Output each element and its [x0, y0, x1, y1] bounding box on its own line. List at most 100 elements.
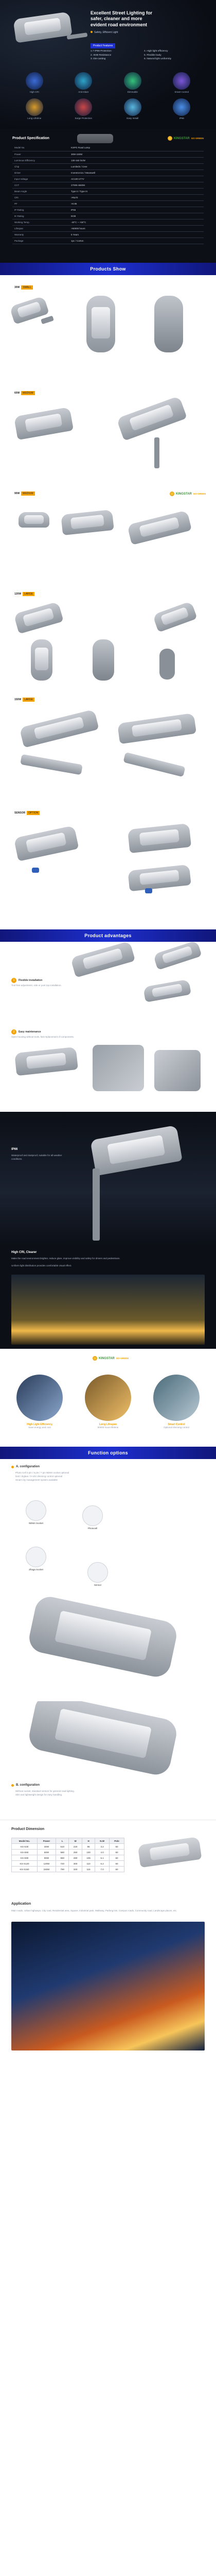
feature-icons-grid: High CRI Anti-Glare Dimmable Smart Contr… — [11, 72, 205, 120]
card-photo — [153, 1375, 200, 1421]
dimension-cell: 60W — [37, 1849, 56, 1855]
dimension-cell: KS-S120 — [11, 1860, 38, 1867]
options-a-lamp-photo — [26, 1594, 179, 1680]
product-photo-side — [127, 823, 192, 854]
spec-key: CRI — [12, 194, 69, 201]
dimension-cell: 650 — [55, 1855, 69, 1861]
headline-line-2: safer, cleaner and more — [91, 16, 142, 22]
hero-bullet: Safety, Efficient Light — [91, 31, 118, 34]
ip-pole — [93, 1168, 100, 1241]
product-photo-angle — [13, 601, 64, 634]
dimension-cell: 220 — [68, 1843, 82, 1850]
dimension-header: Pole — [109, 1838, 125, 1844]
a-title: A. configuration — [11, 1465, 40, 1468]
feature-cards: High Light Efficiency Save energy and co… — [11, 1375, 205, 1430]
hero-lamp-image — [13, 11, 73, 43]
spec-key: CCT — [12, 182, 69, 189]
spec-key: Power — [12, 151, 69, 158]
spec-value: Inventronics / Meanwell — [69, 170, 204, 176]
spec-value: 1pc / Carton — [69, 238, 204, 244]
dimension-cell: 250 — [68, 1849, 82, 1855]
spec-key: Input Voltage — [12, 176, 69, 182]
spec-value: IK08 — [69, 213, 204, 219]
dimension-cell: KS-S90 — [11, 1855, 38, 1861]
dimension-cell: 60 — [109, 1866, 125, 1872]
spec-value: 2700K-6500K — [69, 182, 204, 189]
dimension-header: Model No. — [11, 1838, 38, 1844]
product-photo-angle — [13, 825, 79, 861]
dimension-cell: 100 — [81, 1849, 96, 1855]
dimension-cell: 110 — [81, 1860, 96, 1867]
dimension-cell: 320 — [68, 1866, 82, 1872]
features-right: 4. High light efficiency 5. Flexible bod… — [144, 50, 172, 61]
spec-key: Beam Angle — [12, 188, 69, 195]
spec-value: 30W-150W — [69, 151, 204, 158]
dimension-cell: 6.2 — [95, 1860, 110, 1867]
ip-text: Waterproof and dustproof, suitable for a… — [11, 1154, 62, 1160]
dimension-lamp-drawing — [137, 1836, 202, 1868]
ip66-section: IP66 Waterproof and dustproof, suitable … — [0, 1112, 216, 1246]
dimension-cell: 95 — [81, 1843, 96, 1850]
spec-key: Lifespan — [12, 225, 69, 232]
spec-key: Driver — [12, 170, 69, 176]
product-photo-angle — [13, 406, 74, 440]
dimension-cell: 60 — [109, 1849, 125, 1855]
card-photo — [85, 1375, 131, 1421]
spec-key: Warranty — [12, 231, 69, 238]
headline-line-1: Excellent Street Lighting for — [91, 10, 153, 15]
dimension-header: W — [68, 1838, 82, 1844]
headline-line-3: evident road environment — [91, 22, 148, 27]
products-show-title: Products Show — [0, 263, 216, 275]
spec-lamp-drawing — [77, 134, 113, 143]
spec-row: PF>0.95 — [12, 200, 204, 207]
sun-icon — [167, 136, 172, 141]
spec-value: Lumileds / Cree — [69, 163, 204, 170]
adv-inside-photo — [93, 1045, 144, 1091]
adv-driver-photo — [154, 1050, 201, 1091]
sensor-module-icon — [32, 868, 39, 873]
product-arm — [41, 315, 54, 325]
product-photo-angle — [61, 509, 114, 536]
sensor-module-icon-2 — [145, 888, 152, 893]
dimension-cell: KS-S150 — [11, 1866, 38, 1872]
options-a-section: A. configuration Photo Cell 3 pin / 5 pi… — [0, 1459, 216, 1701]
callout-3: Zhaga Socket — [26, 1547, 46, 1572]
advantages-title: Product advantages — [0, 929, 216, 942]
spec-row: Model No.KSPG Road Lamp — [12, 145, 204, 151]
dimension-cell: 720 — [55, 1860, 69, 1867]
function-options-title: Function options — [0, 1447, 216, 1459]
spec-value: >0.95 — [69, 200, 204, 207]
product-photo-front — [86, 296, 115, 352]
product-arm — [159, 649, 175, 680]
dimension-cell: KS-S60 — [11, 1849, 38, 1855]
feature-icon-dim: Dimmable — [110, 72, 156, 93]
card-smart: Smart Control Optional dimming control — [148, 1375, 205, 1430]
feature-icon-ip: IP66 — [159, 98, 205, 120]
product-photo-bottom — [20, 754, 83, 775]
dimension-title: Product Dimension — [11, 1827, 45, 1831]
spec-key: Package — [12, 238, 69, 244]
product-page: Excellent Street Lighting for safer, cle… — [0, 0, 216, 2050]
bullet-dot-icon — [11, 1465, 14, 1468]
spec-row: CRI>Ra70 — [12, 194, 204, 201]
